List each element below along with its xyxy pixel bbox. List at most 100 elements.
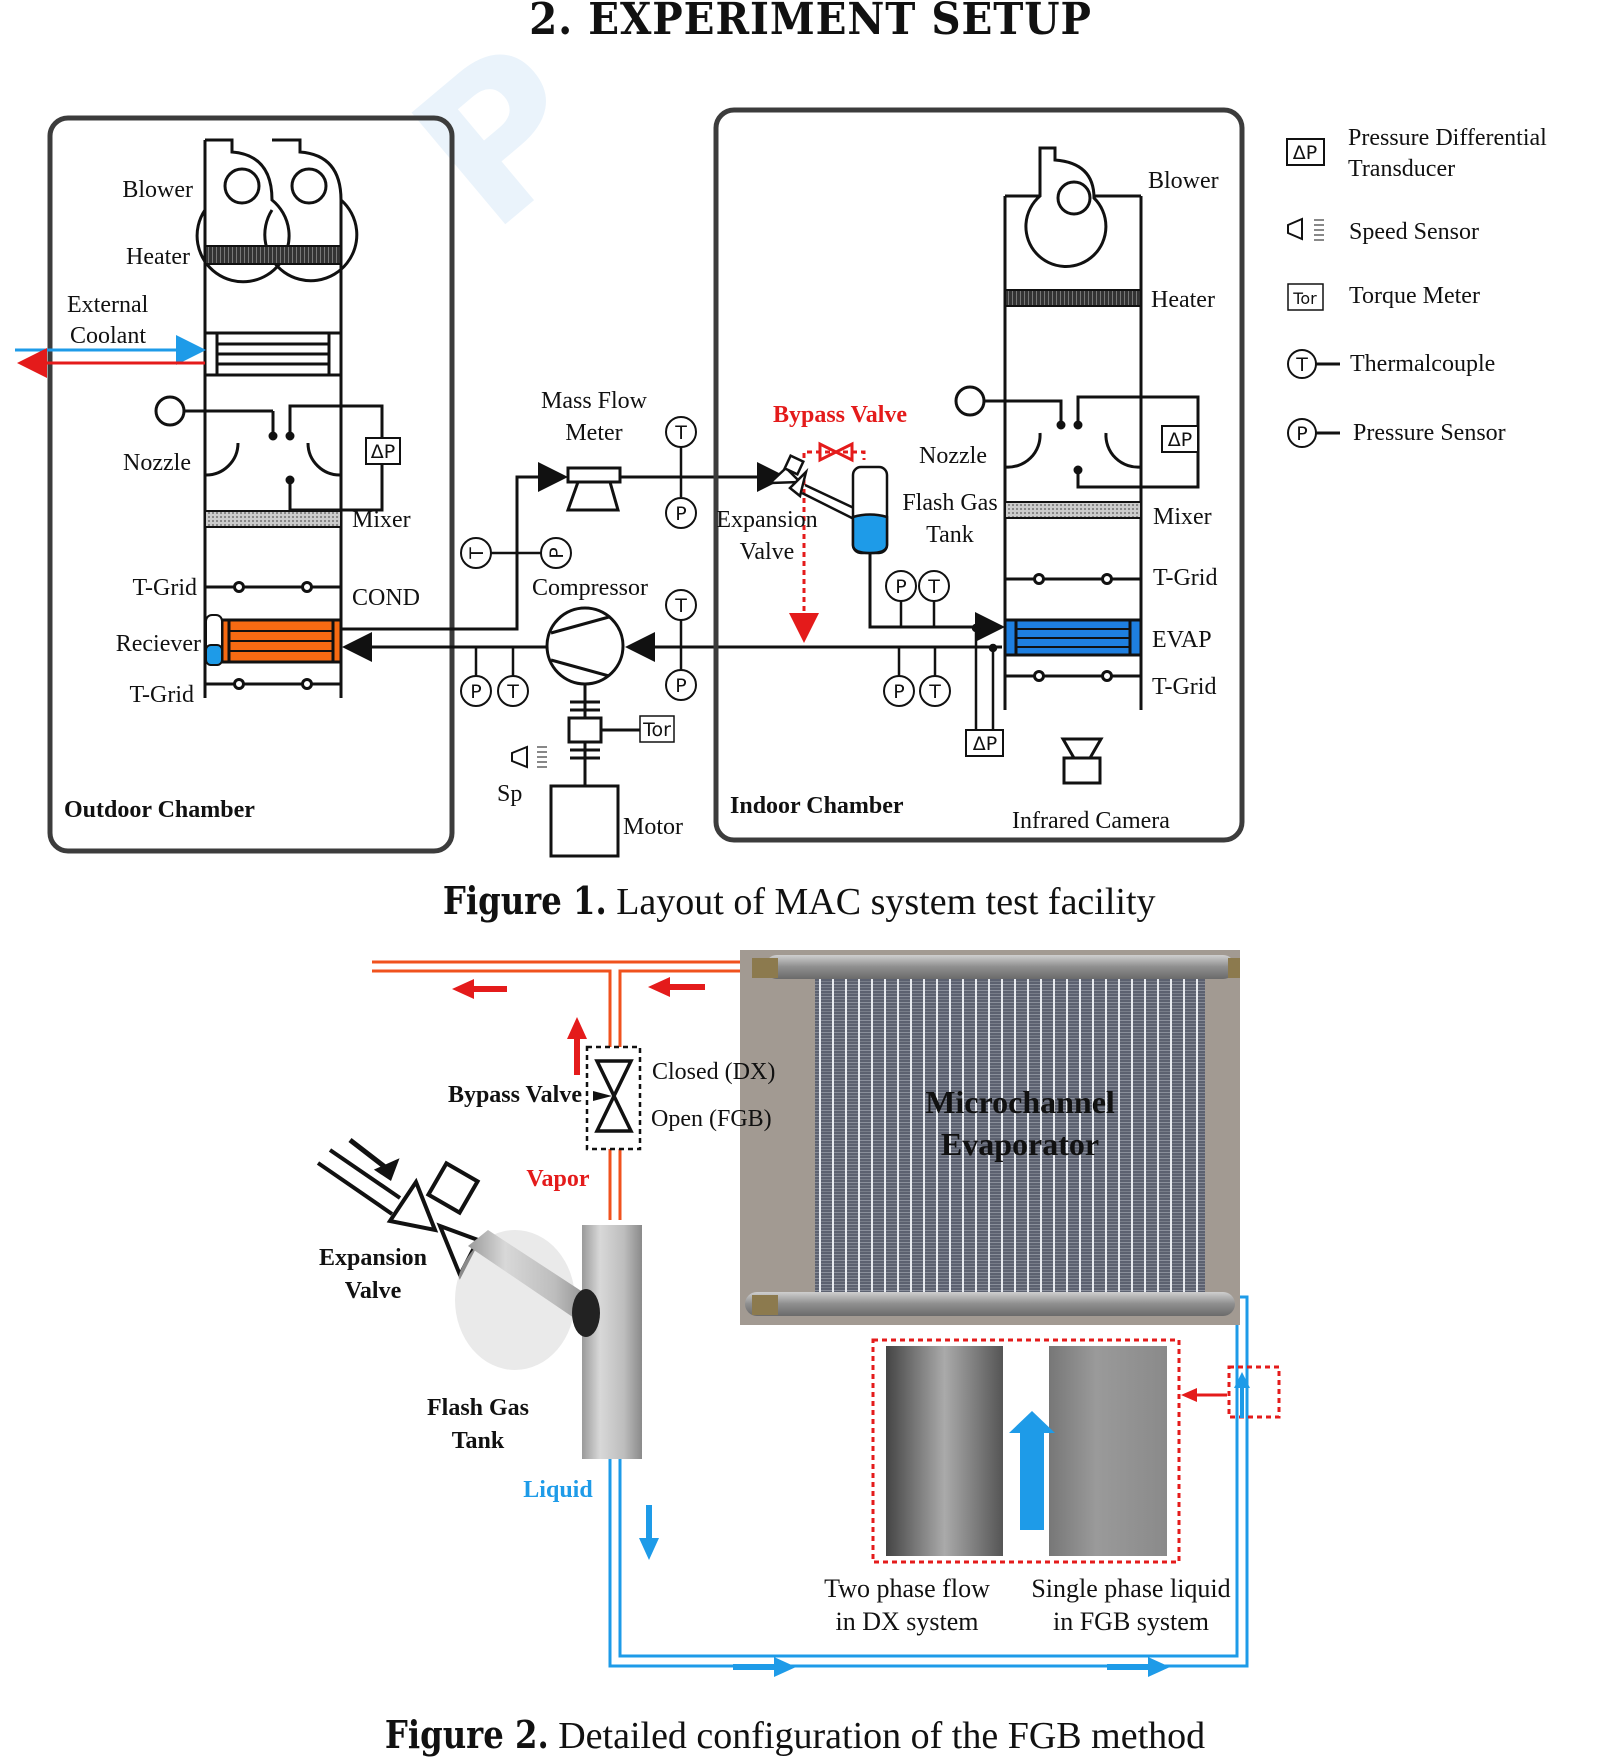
dp-box-outdoor	[365, 437, 401, 465]
label-evaporator-2: Evaporator	[941, 1126, 1099, 1162]
label-open-fgb: Open (FGB)	[651, 1106, 772, 1132]
label-closed-dx: Closed (DX)	[652, 1059, 775, 1085]
figure-2-caption: Figure 2. Detailed configuration of the …	[356, 1712, 1205, 1758]
pressure-mfm-sensor	[665, 497, 697, 529]
label-flash-gas-fig2-1: Flash Gas	[427, 1395, 529, 1421]
pressure-cond-in-symbol: P	[470, 681, 481, 703]
thermocouple-suction-symbol: T	[674, 595, 687, 617]
label-outdoor-heater: Heater	[126, 244, 190, 270]
condenser	[220, 618, 343, 664]
two-phase-photo	[886, 1346, 1003, 1556]
label-mass-flow-1: Mass Flow	[541, 388, 648, 414]
label-indoor-tgrid-top: T-Grid	[1153, 565, 1217, 591]
dp-box-evap	[965, 729, 1004, 757]
label-flash-gas-fig2-2: Tank	[452, 1428, 505, 1454]
thermocouple-discharge-sensor	[460, 537, 492, 569]
label-outdoor-tgrid-top: T-Grid	[133, 575, 197, 601]
sight-glass-marker	[1227, 1365, 1281, 1419]
label-vapor: Vapor	[526, 1166, 589, 1192]
flow-arrow-left-1	[452, 977, 705, 1075]
label-outdoor-blower: Blower	[122, 177, 193, 203]
label-indoor-tgrid-bottom: T-Grid	[1152, 674, 1216, 700]
pressure-evap-out-symbol: P	[893, 681, 904, 703]
figure-1-caption-label: Figure 1.	[442, 878, 607, 923]
thermocouple-evap-in-sensor	[918, 570, 950, 602]
label-cond: COND	[352, 585, 420, 611]
label-indoor-blower: Blower	[1148, 168, 1219, 194]
figure-1-caption-text: Layout of MAC system test facility	[616, 881, 1156, 923]
torque-meter-box	[639, 715, 675, 743]
flow-visualization-box	[871, 1338, 1181, 1564]
label-single-phase-1: Single phase liquid	[1031, 1574, 1230, 1603]
evaporator	[1003, 618, 1143, 657]
outdoor-coolant-coil	[203, 331, 343, 377]
pressure-cond-in-sensor	[460, 675, 492, 707]
dp-symbol-indoor: ΔP	[1168, 429, 1192, 451]
pressure-evap-out-sensor	[883, 675, 915, 707]
thermocouple-cond-in-symbol: T	[506, 681, 519, 703]
label-expansion-fig2-2: Valve	[345, 1278, 402, 1304]
label-motor: Motor	[623, 814, 683, 840]
thermocouple-suction-sensor	[665, 589, 697, 621]
label-two-phase-1: Two phase flow	[824, 1574, 990, 1603]
label-two-phase-2: in DX system	[836, 1607, 979, 1636]
label-indoor-heater: Heater	[1151, 287, 1215, 313]
indoor-mixer	[1004, 501, 1142, 519]
expansion-valve-fig2	[316, 1138, 481, 1280]
figure-2-caption-label: Figure 2.	[384, 1712, 549, 1757]
single-phase-photo	[1049, 1346, 1167, 1556]
legend-dp-symbol: ΔP	[1293, 142, 1317, 164]
legend-label-pressure-differential: Pressure Differential	[1348, 125, 1547, 151]
label-expansion-fig2-1: Expansion	[319, 1245, 427, 1271]
pressure-discharge-symbol: P	[546, 547, 568, 558]
thermocouple-evap-in-symbol: T	[927, 576, 940, 598]
label-liquid: Liquid	[523, 1477, 593, 1503]
thermocouple-evap-out-symbol: T	[928, 681, 941, 703]
legend-torque-box	[1287, 283, 1324, 311]
mass-flow-meter	[565, 466, 622, 512]
pressure-evap-in-symbol: P	[895, 576, 906, 598]
liquid-flow-arrows	[639, 1505, 1170, 1677]
label-outdoor-tgrid-bottom: T-Grid	[130, 682, 194, 708]
pressure-suction-sensor	[665, 669, 697, 701]
figure-2-caption-text: Detailed configuration of the FGB method	[558, 1715, 1206, 1757]
microchannel-evaporator-photo	[740, 950, 1240, 1325]
motor	[549, 784, 620, 858]
thermocouple-cond-in-sensor	[497, 675, 529, 707]
legend-speed-icon	[1287, 217, 1324, 241]
outdoor-mixer	[204, 510, 342, 528]
label-flash-gas-2: Tank	[926, 522, 974, 548]
label-indoor-nozzle: Nozzle	[919, 443, 987, 469]
speed-sensor-icon	[511, 745, 547, 769]
label-receiver: Reciever	[116, 631, 201, 657]
flash-gas-tank-photo	[455, 1225, 642, 1459]
label-external-coolant-2: Coolant	[70, 323, 146, 349]
label-expansion-2: Valve	[740, 539, 795, 565]
indoor-chamber-box	[713, 107, 1245, 843]
outdoor-duct	[195, 138, 359, 698]
label-speed: Sp	[497, 781, 522, 807]
outdoor-chamber-title: Outdoor Chamber	[64, 797, 255, 823]
expansion-valve-fig1	[766, 454, 857, 521]
label-bypass-valve-fig1: Bypass Valve	[773, 402, 907, 428]
legend-p-symbol: P	[1296, 423, 1307, 445]
pressure-mfm-symbol: P	[675, 503, 686, 525]
indoor-chamber-title: Indoor Chamber	[730, 793, 904, 819]
legend-label-thermocouple: Thermalcouple	[1350, 351, 1495, 377]
section-title: 2. EXPERIMENT SETUP	[529, 0, 1092, 45]
label-infrared-camera: Infrared Camera	[1012, 808, 1170, 834]
label-outdoor-nozzle: Nozzle	[123, 450, 191, 476]
dp-box-indoor	[1161, 425, 1199, 453]
dp-symbol-outdoor: ΔP	[371, 441, 395, 463]
thermocouple-evap-out-sensor	[919, 675, 951, 707]
legend-label-torque-meter: Torque Meter	[1349, 283, 1480, 309]
bypass-valve-symbol	[818, 441, 854, 463]
thermocouple-mfm-sensor	[665, 416, 697, 448]
dp-symbol-evap: ΔP	[973, 733, 997, 755]
compressor	[545, 606, 640, 858]
evap-dp-lines	[971, 623, 998, 730]
legend-label-transducer: Transducer	[1348, 156, 1455, 182]
label-bypass-valve-fig2: Bypass Valve	[448, 1082, 582, 1108]
label-compressor: Compressor	[532, 575, 648, 601]
